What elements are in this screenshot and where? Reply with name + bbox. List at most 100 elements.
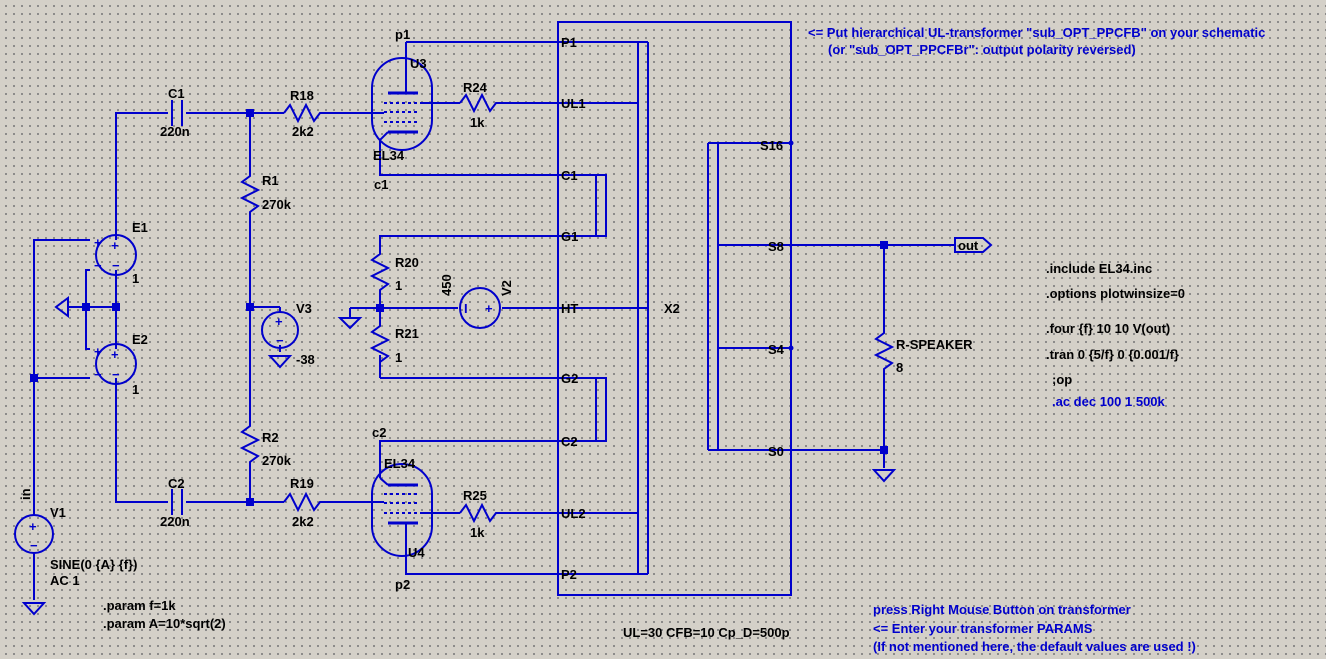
- pin-p2: P2: [561, 567, 577, 582]
- directive-options[interactable]: .options plotwinsize=0: [1046, 286, 1185, 301]
- pin-s4: S4: [768, 342, 785, 357]
- source-v3[interactable]: + − V3 -38: [261, 301, 315, 367]
- pin-s16: S16: [760, 138, 783, 153]
- capacitor-c1[interactable]: C1 220n: [160, 86, 190, 139]
- svg-text:+: +: [29, 519, 37, 534]
- comment-bottom-line2: <= Enter your transformer PARAMS: [873, 621, 1093, 636]
- pin-s8: S8: [768, 239, 784, 254]
- v1-name: V1: [50, 505, 66, 520]
- svg-text:−: −: [112, 367, 120, 382]
- directive-tran[interactable]: .tran 0 {5/f} 0 {0.001/f}: [1046, 347, 1179, 362]
- v2-value: 450: [439, 274, 454, 296]
- r2-name: R2: [262, 430, 279, 445]
- v2-name: V2: [499, 280, 514, 296]
- r24-value: 1k: [470, 115, 485, 130]
- directive-ac[interactable]: .ac dec 100 1 500k: [1052, 394, 1166, 409]
- ground-left-icon: [54, 296, 69, 318]
- source-e2[interactable]: + − + − E2 1: [94, 332, 148, 397]
- v1-value: SINE(0 {A} {f}): [50, 557, 137, 572]
- svg-text:−: −: [94, 258, 102, 273]
- r-speaker-name: R-SPEAKER: [896, 337, 973, 352]
- svg-text:+: +: [111, 238, 119, 253]
- tube-u3[interactable]: U3 EL34: [371, 56, 433, 163]
- ground-v3-icon: [267, 355, 293, 369]
- source-v2[interactable]: I + 450 V2: [439, 274, 514, 329]
- r19-name: R19: [290, 476, 314, 491]
- directive-op[interactable]: ;op: [1052, 372, 1072, 387]
- source-e1[interactable]: + − + − E1 1: [94, 220, 148, 286]
- comment-top-line2: (or "sub_OPT_PPCFBr": output polarity re…: [828, 42, 1136, 57]
- pin-ul1: UL1: [561, 96, 586, 111]
- c2-value: 220n: [160, 514, 190, 529]
- resistor-r-speaker[interactable]: R-SPEAKER 8: [873, 327, 973, 378]
- resistor-r20[interactable]: R20 1: [369, 248, 419, 294]
- e1-value: 1: [132, 271, 139, 286]
- pin-c1: C1: [561, 168, 578, 183]
- pin-ht: HT: [561, 301, 578, 316]
- resistor-r2[interactable]: R2 270k: [239, 420, 292, 468]
- r21-name: R21: [395, 326, 419, 341]
- capacitor-c2[interactable]: C2 220n: [160, 476, 190, 529]
- net-label-c2[interactable]: c2: [372, 425, 386, 440]
- svg-text:+: +: [275, 314, 283, 329]
- r25-name: R25: [463, 488, 487, 503]
- pin-g1: G1: [561, 229, 578, 244]
- directive-param-a[interactable]: .param A=10*sqrt(2): [103, 616, 226, 631]
- r19-value: 2k2: [292, 514, 314, 529]
- r25-value: 1k: [470, 525, 485, 540]
- svg-text:I: I: [464, 301, 468, 316]
- net-label-in[interactable]: in: [18, 488, 33, 500]
- svg-text:−: −: [94, 367, 102, 382]
- u3-name: U3: [410, 56, 427, 71]
- junction-dots: [30, 109, 888, 506]
- resistor-r25[interactable]: R25 1k: [459, 488, 500, 540]
- directive-include[interactable]: .include EL34.inc: [1046, 261, 1152, 276]
- r24-name: R24: [463, 80, 488, 95]
- resistor-r18[interactable]: R18 2k2: [283, 88, 326, 139]
- r2-value: 270k: [262, 453, 292, 468]
- u4-name: U4: [408, 545, 425, 560]
- v3-name: V3: [296, 301, 312, 316]
- v3-value: -38: [296, 352, 315, 367]
- svg-text:+: +: [94, 235, 102, 250]
- resistor-r19[interactable]: R19 2k2: [283, 476, 326, 529]
- u3-value: EL34: [373, 148, 405, 163]
- r-speaker-value: 8: [896, 360, 903, 375]
- comments: <= Put hierarchical UL-transformer "sub_…: [808, 25, 1265, 654]
- pin-ul2: UL2: [561, 506, 586, 521]
- resistor-r21[interactable]: R21 1: [369, 320, 419, 365]
- r21-value: 1: [395, 350, 402, 365]
- pin-g2: G2: [561, 371, 578, 386]
- transformer-x2[interactable]: P1 UL1 C1 G1 HT G2 C2 UL2 P2 S16 S8 S4 S…: [557, 21, 794, 596]
- pin-p1: P1: [561, 35, 577, 50]
- source-v1[interactable]: + − V1 SINE(0 {A} {f}) AC 1: [14, 505, 137, 588]
- r18-value: 2k2: [292, 124, 314, 139]
- resistor-r1[interactable]: R1 270k: [239, 170, 292, 215]
- svg-text:−: −: [276, 333, 284, 348]
- r1-name: R1: [262, 173, 279, 188]
- ground-speaker-icon: [871, 469, 897, 483]
- directive-param-f[interactable]: .param f=1k: [103, 598, 176, 613]
- directive-four[interactable]: .four {f} 10 10 V(out): [1046, 321, 1170, 336]
- e2-value: 1: [132, 382, 139, 397]
- r1-value: 270k: [262, 197, 292, 212]
- x2-name: X2: [664, 301, 680, 316]
- e2-name: E2: [132, 332, 148, 347]
- comment-top-line1: <= Put hierarchical UL-transformer "sub_…: [808, 25, 1265, 40]
- u4-value: EL34: [384, 456, 416, 471]
- net-label-p2[interactable]: p2: [395, 577, 410, 592]
- spice-directives[interactable]: .include EL34.inc .options plotwinsize=0…: [103, 261, 1185, 640]
- ground-v1-icon: [21, 602, 47, 616]
- svg-text:−: −: [30, 538, 38, 553]
- resistor-r24[interactable]: R24 1k: [459, 80, 500, 130]
- directive-ul-params[interactable]: UL=30 CFB=10 Cp_D=500p: [623, 625, 790, 640]
- net-label-c1[interactable]: c1: [374, 177, 388, 192]
- tube-u4[interactable]: EL34 U4: [371, 456, 433, 560]
- svg-text:+: +: [94, 344, 102, 359]
- net-label-p1[interactable]: p1: [395, 27, 410, 42]
- c2-name: C2: [168, 476, 185, 491]
- r20-value: 1: [395, 278, 402, 293]
- net-flag-out[interactable]: out: [954, 237, 993, 253]
- c1-name: C1: [168, 86, 185, 101]
